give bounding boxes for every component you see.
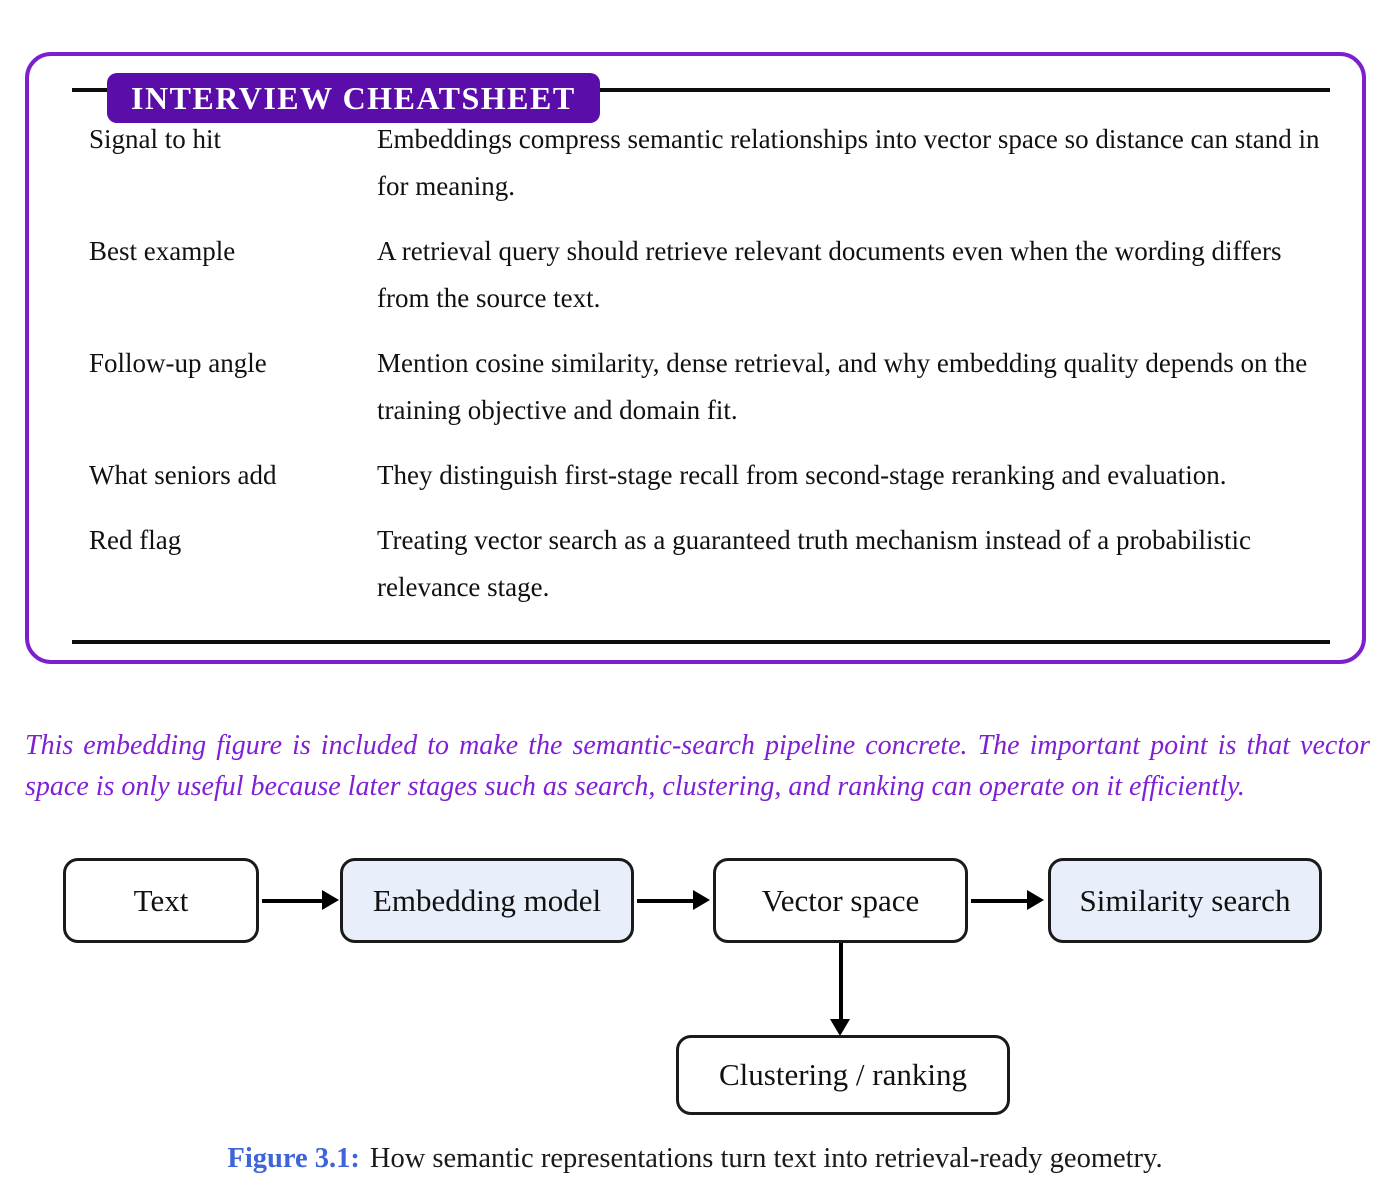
cheatsheet-table: Signal to hit Embeddings compress semant… — [72, 88, 1330, 644]
node-label: Similarity search — [1079, 882, 1291, 918]
node-clustering-ranking: Clustering / ranking — [676, 1035, 1010, 1115]
row-text: Mention cosine similarity, dense retriev… — [377, 348, 1308, 425]
row-text: They distinguish first-stage recall from… — [377, 460, 1227, 490]
cheatsheet-title: INTERVIEW CHEATSHEET — [131, 79, 576, 116]
row-label: Red flag — [89, 525, 182, 555]
cheatsheet-box: INTERVIEW CHEATSHEET Signal to hit Embed… — [25, 52, 1366, 664]
figure-caption: Figure 3.1: How semantic representations … — [0, 1143, 1390, 1175]
pipeline-diagram: Text Embedding model Vector space Simila… — [0, 845, 1390, 1130]
row-label: Signal to hit — [89, 124, 222, 154]
arrow-text-to-embedding — [262, 898, 324, 903]
node-embedding-model: Embedding model — [340, 858, 634, 943]
arrow-vector-to-similarity — [971, 898, 1029, 903]
node-label: Clustering / ranking — [719, 1057, 967, 1092]
arrow-vector-to-clustering — [838, 943, 843, 1021]
arrowhead-down-icon — [830, 1019, 850, 1036]
row-label: What seniors add — [89, 460, 277, 490]
table-row: Best example A retrieval query should re… — [72, 219, 1330, 331]
row-label: Follow-up angle — [89, 348, 267, 378]
table-row: What seniors add They distinguish first-… — [72, 443, 1330, 508]
node-similarity-search: Similarity search — [1048, 858, 1322, 943]
node-label: Text — [133, 882, 189, 918]
row-text: A retrieval query should retrieve releva… — [377, 236, 1282, 313]
row-text: Treating vector search as a guaranteed t… — [377, 525, 1251, 602]
node-text: Text — [63, 858, 259, 943]
row-text: Embeddings compress semantic relationshi… — [377, 124, 1320, 201]
table-row: Red flag Treating vector search as a gua… — [72, 508, 1330, 620]
node-vector-space: Vector space — [713, 858, 968, 943]
table-row: Follow-up angle Mention cosine similarit… — [72, 331, 1330, 443]
arrowhead-right-icon — [1027, 890, 1044, 910]
node-label: Embedding model — [372, 882, 602, 918]
table-row: Signal to hit Embeddings compress semant… — [72, 107, 1330, 219]
arrow-embedding-to-vector — [637, 898, 695, 903]
row-label: Best example — [89, 236, 236, 266]
figure-intro-note: This embedding figure is included to mak… — [25, 730, 1370, 802]
figure-caption-label: Figure 3.1: — [227, 1143, 360, 1174]
cheatsheet-title-badge: INTERVIEW CHEATSHEET — [107, 73, 600, 123]
node-label: Vector space — [761, 882, 920, 918]
figure-caption-text: How semantic representations turn text i… — [369, 1143, 1163, 1174]
arrowhead-right-icon — [322, 890, 339, 910]
arrowhead-right-icon — [693, 890, 710, 910]
